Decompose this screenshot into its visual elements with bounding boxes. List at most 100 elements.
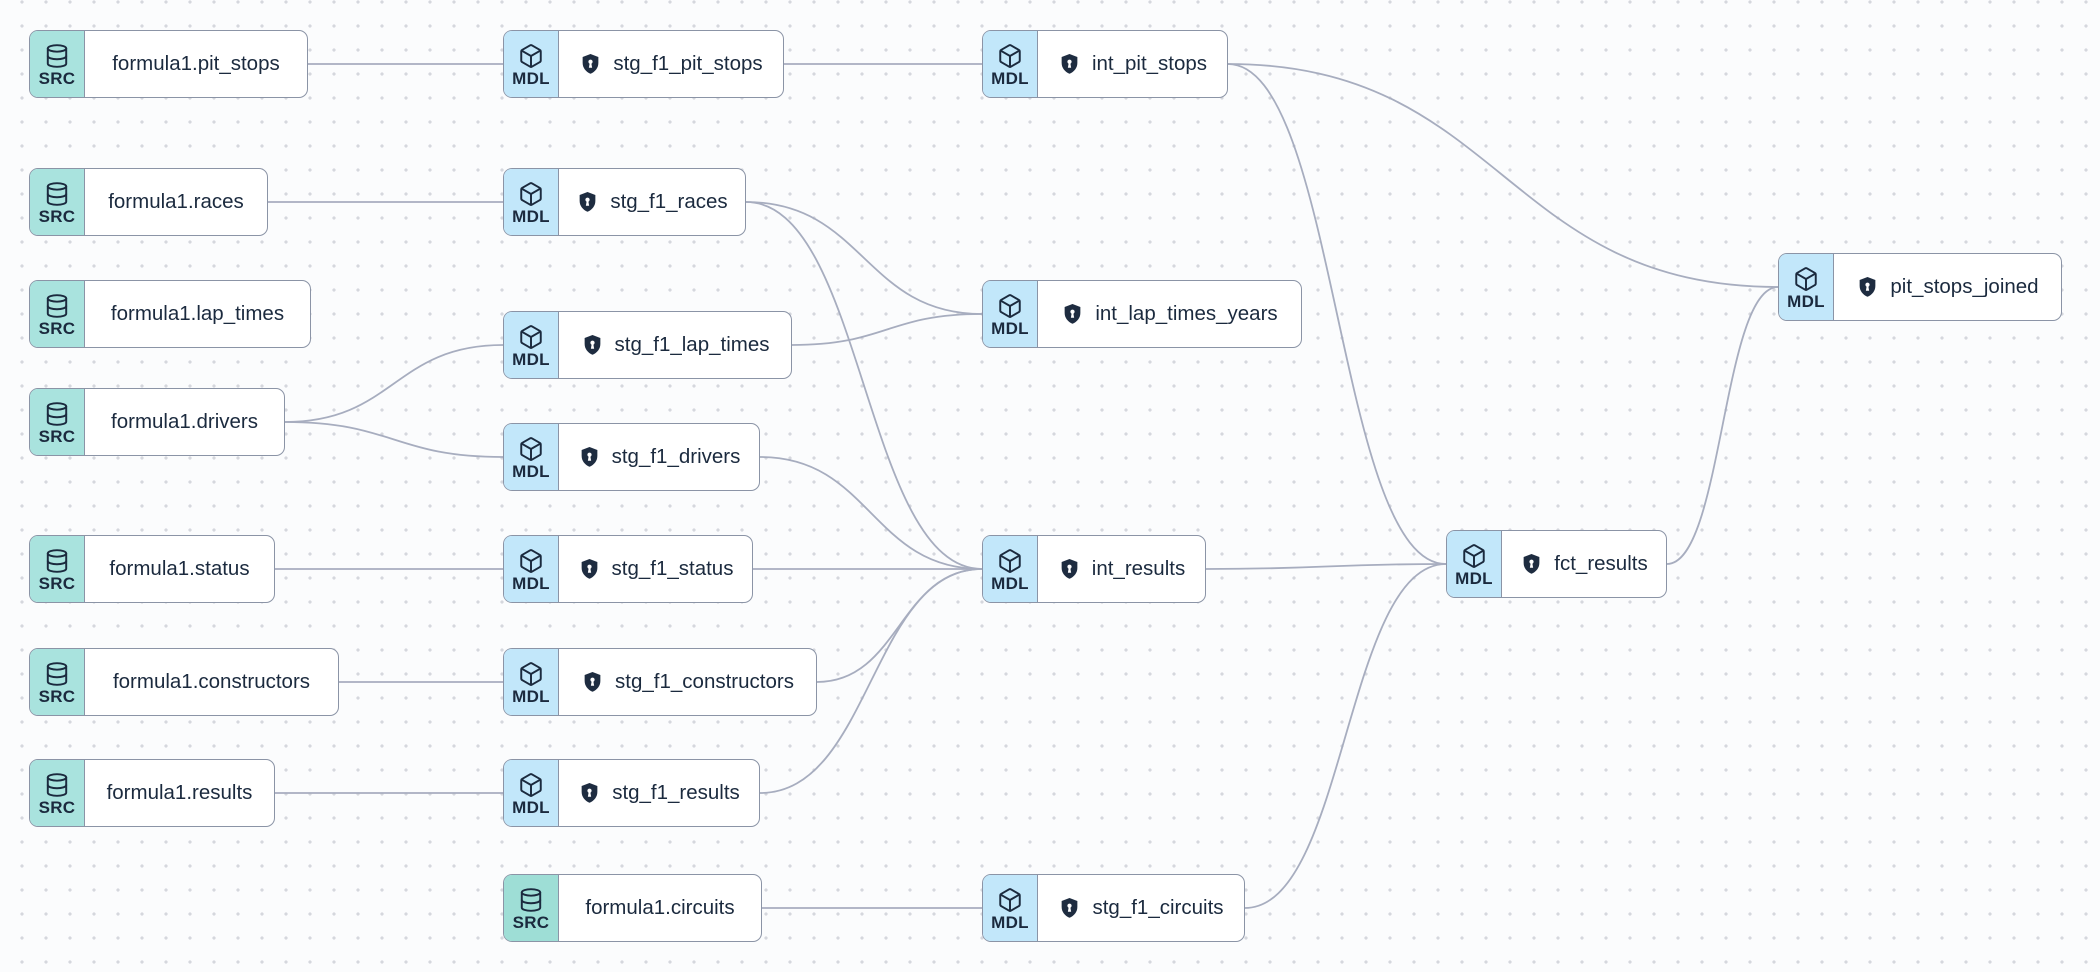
node-label-cell: formula1.lap_times [85,281,310,347]
node-kind-label: SRC [38,574,76,593]
cube-icon [520,773,542,797]
node-type-cell: MDL [1779,254,1834,320]
node-label: formula1.drivers [111,410,258,433]
node-label: formula1.pit_stops [112,52,280,75]
cube-icon [1795,267,1817,291]
node-kind-label: SRC [38,798,76,817]
lineage-node-stg_f1_status[interactable]: MDL stg_f1_status [503,535,753,603]
cube-icon [1463,544,1485,568]
node-label: pit_stops_joined [1890,275,2039,298]
lineage-node-stg_f1_races[interactable]: MDL stg_f1_races [503,168,746,236]
lineage-node-fct_results[interactable]: MDL fct_results [1446,530,1667,598]
node-label: stg_f1_drivers [611,445,741,468]
node-kind-label: MDL [1455,569,1493,588]
lineage-node-formula1.circuits[interactable]: SRC formula1.circuits [503,874,762,942]
cube-icon [999,44,1021,68]
node-label-cell: stg_f1_results [559,760,759,826]
lineage-node-formula1.results[interactable]: SRC formula1.results [29,759,275,827]
node-kind-label: MDL [512,687,550,706]
node-label: formula1.circuits [585,896,735,919]
node-label: stg_f1_circuits [1092,896,1224,919]
node-type-cell: MDL [504,649,559,715]
database-icon [46,773,68,797]
node-label: formula1.lap_times [110,302,285,325]
lineage-node-stg_f1_lap_times[interactable]: MDL stg_f1_lap_times [503,311,792,379]
node-kind-label: SRC [38,69,76,88]
cube-icon [520,662,542,686]
node-kind-label: MDL [991,574,1029,593]
node-label: fct_results [1554,552,1648,575]
node-label-cell: stg_f1_status [559,536,752,602]
node-kind-label: SRC [38,319,76,338]
lineage-node-pit_stops_joined[interactable]: MDL pit_stops_joined [1778,253,2062,321]
cube-icon [520,44,542,68]
edge-fct_results->pit_stops_joined [1666,286,1779,565]
node-label-cell: stg_f1_races [559,169,745,235]
node-kind-label: MDL [991,913,1029,932]
database-icon [46,44,68,68]
node-type-cell: SRC [30,389,85,455]
lineage-node-formula1.lap_times[interactable]: SRC formula1.lap_times [29,280,311,348]
node-label: stg_f1_races [610,190,728,213]
lineage-node-stg_f1_results[interactable]: MDL stg_f1_results [503,759,760,827]
node-label: stg_f1_status [611,557,734,580]
node-type-cell: MDL [504,760,559,826]
node-label: int_results [1091,557,1186,580]
database-icon [46,182,68,206]
database-icon [46,294,68,318]
lineage-node-int_results[interactable]: MDL int_results [982,535,1206,603]
node-type-cell: MDL [983,875,1038,941]
node-label-cell: fct_results [1502,531,1666,597]
lineage-node-formula1.drivers[interactable]: SRC formula1.drivers [29,388,285,456]
shield-icon [1061,54,1078,74]
lineage-node-formula1.pit_stops[interactable]: SRC formula1.pit_stops [29,30,308,98]
node-label-cell: formula1.races [85,169,267,235]
cube-icon [520,325,542,349]
edge-int_pit_stops->pit_stops_joined [1227,63,1779,288]
node-label: formula1.constructors [112,670,311,693]
node-type-cell: MDL [983,536,1038,602]
edge-formula1.drivers->stg_f1_drivers [284,421,504,458]
shield-icon [581,559,597,579]
edge-stg_f1_lap_times->int_lap_times_years [791,313,983,346]
edge-stg_f1_races->int_results [745,201,983,570]
lineage-node-stg_f1_pit_stops[interactable]: MDL stg_f1_pit_stops [503,30,784,98]
database-icon [46,549,68,573]
shield-icon [579,192,596,212]
database-icon [46,662,68,686]
node-label-cell: formula1.status [85,536,274,602]
node-type-cell: MDL [983,281,1038,347]
node-kind-label: SRC [38,427,76,446]
node-label-cell: stg_f1_pit_stops [559,31,783,97]
lineage-node-formula1.races[interactable]: SRC formula1.races [29,168,268,236]
shield-icon [1523,554,1540,574]
node-type-cell: MDL [504,424,559,490]
node-label-cell: formula1.drivers [85,389,284,455]
node-type-cell: MDL [1447,531,1502,597]
edge-stg_f1_constructors->int_results [816,568,983,683]
shield-icon [581,447,597,467]
lineage-node-stg_f1_drivers[interactable]: MDL stg_f1_drivers [503,423,760,491]
lineage-node-formula1.status[interactable]: SRC formula1.status [29,535,275,603]
lineage-node-int_lap_times_years[interactable]: MDL int_lap_times_years [982,280,1302,348]
node-label: formula1.status [109,557,250,580]
node-kind-label: MDL [512,574,550,593]
node-label: stg_f1_constructors [615,670,794,693]
lineage-node-stg_f1_circuits[interactable]: MDL stg_f1_circuits [982,874,1245,942]
edge-stg_f1_races->int_lap_times_years [745,201,983,315]
node-label-cell: formula1.pit_stops [85,31,307,97]
shield-icon [584,335,600,355]
shield-icon [581,783,598,803]
node-label-cell: stg_f1_drivers [559,424,759,490]
lineage-node-int_pit_stops[interactable]: MDL int_pit_stops [982,30,1228,98]
cube-icon [999,888,1021,912]
node-label-cell: formula1.results [85,760,274,826]
lineage-node-formula1.constructors[interactable]: SRC formula1.constructors [29,648,339,716]
cube-icon [520,549,542,573]
node-label: stg_f1_lap_times [614,333,770,356]
lineage-node-stg_f1_constructors[interactable]: MDL stg_f1_constructors [503,648,817,716]
node-label: int_pit_stops [1091,52,1208,75]
node-label-cell: stg_f1_lap_times [559,312,791,378]
